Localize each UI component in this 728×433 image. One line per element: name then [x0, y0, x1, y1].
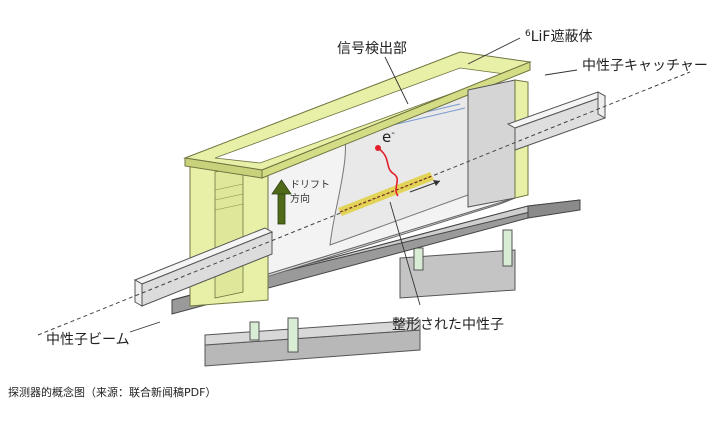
lower-base-plate	[204, 249, 516, 367]
beam-direction-arrow-icon	[409, 180, 441, 193]
figure-caption: 探测器的概念图（来源：联合新闻稿PDF）	[8, 386, 217, 399]
leader-lines	[129, 37, 578, 333]
label-shaped-neutrons: 整形された中性子	[392, 317, 504, 333]
electron-track	[375, 145, 399, 197]
neutron-beam-pipe	[133, 227, 274, 307]
label-lif-shield: 6LiF遮蔽体	[525, 29, 592, 45]
label-drift-line2: 方向	[290, 192, 310, 205]
label-drift-line1: ドリフト	[290, 180, 330, 191]
label-neutron-catcher: 中性子キャッチャー	[582, 58, 708, 74]
shaped-neutron-band	[338, 172, 434, 216]
lif-shield-top-frame	[183, 51, 532, 179]
drift-arrow-icon	[271, 179, 292, 225]
neutron-catcher-rod	[506, 91, 607, 151]
label-neutron-beam: 中性子ビーム	[46, 332, 130, 348]
label-signal-detector: 信号検出部	[337, 41, 407, 57]
label-electron: e-	[382, 128, 395, 146]
